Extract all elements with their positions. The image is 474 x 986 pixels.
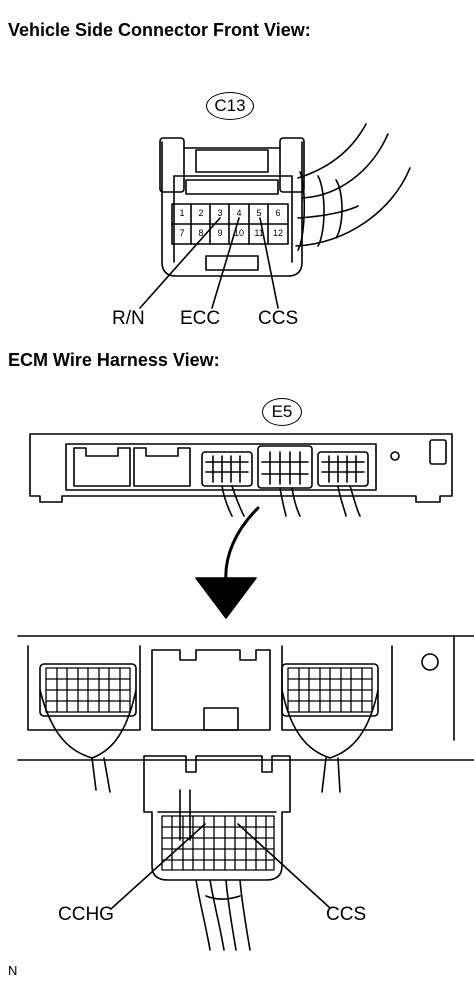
zoom-arrow	[224, 506, 260, 584]
e5-connector-tag: E5	[262, 398, 302, 426]
rn-terminal-label: R/N	[112, 308, 145, 329]
ecm-overview-drawing	[29, 433, 453, 517]
c13-connector-tag: C13	[206, 92, 254, 120]
cchg-leader-line	[111, 823, 206, 909]
ecc-leader-line	[211, 217, 240, 309]
c13-ccs-terminal-label: CCS	[258, 308, 299, 329]
c13-pin: 3	[217, 208, 223, 218]
c13-pin: 6	[275, 208, 281, 218]
ecm-zoom-drawing	[17, 635, 474, 951]
c13-pin: 4	[236, 208, 242, 218]
ecc-terminal-label: ECC	[180, 308, 221, 329]
c13-connector-drawing	[159, 123, 411, 277]
c13-pin: 10	[233, 228, 244, 238]
arrow-head-icon	[195, 577, 257, 619]
c13-pin: 7	[179, 228, 185, 238]
c13-pin: 8	[198, 228, 204, 238]
c13-pin: 11	[254, 228, 264, 238]
cchg-terminal-label: CCHG	[58, 904, 114, 925]
rn-leader-line	[139, 217, 221, 309]
ccs-leader-line	[259, 217, 279, 309]
ecm-harness-heading: ECM Wire Harness View:	[8, 350, 220, 370]
c13-pin: 1	[179, 208, 185, 218]
figure-code: N	[8, 963, 18, 978]
c13-pin: 5	[256, 208, 262, 218]
c13-pin: 2	[198, 208, 204, 218]
vehicle-side-heading: Vehicle Side Connector Front View:	[8, 20, 311, 40]
e5-ccs-leader-line	[237, 823, 331, 909]
c13-pin: 9	[217, 228, 223, 238]
c13-pin: 12	[272, 228, 283, 238]
e5-ccs-terminal-label: CCS	[326, 904, 367, 925]
